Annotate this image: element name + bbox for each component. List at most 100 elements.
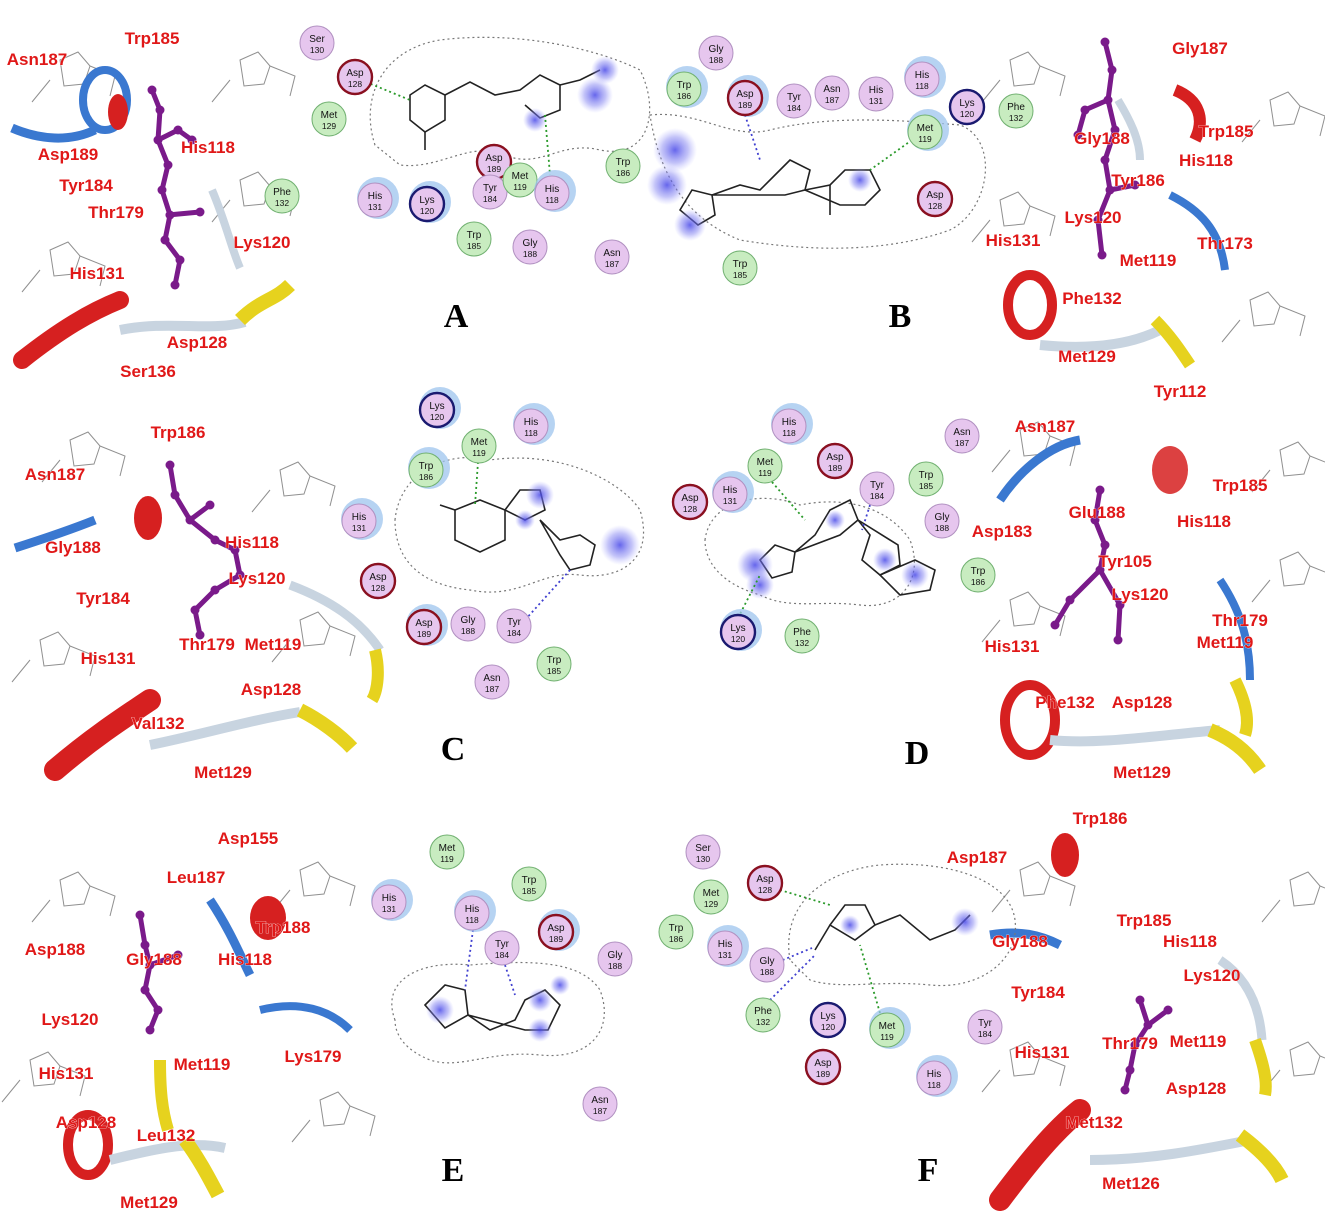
ligand-atom [170, 280, 180, 290]
wireframe-residue [11, 631, 96, 683]
residue-label-3d: Met119 [1120, 251, 1177, 270]
residue-label-3d: Phe132 [1035, 693, 1095, 712]
residue-name: Trp [522, 875, 537, 886]
residue-name: His [465, 904, 479, 915]
residue-trp-185: Trp185 [511, 866, 547, 902]
residue-met-119: Met119 [429, 834, 465, 870]
residue-name: Asp [369, 572, 387, 583]
ligand-atom [1097, 250, 1107, 260]
residue-label-3d: Met119 [1197, 633, 1254, 652]
residue-number: 185 [919, 481, 933, 491]
residue-name: Asp [756, 874, 774, 885]
wireframe-residue [1251, 551, 1325, 603]
residue-label-3d: Asp128 [1112, 693, 1172, 712]
residue-name: Trp [547, 655, 562, 666]
residue-label-3d: Gly187 [1172, 39, 1228, 58]
residue-number: 186 [677, 91, 691, 101]
hydrophobic-glow [647, 165, 687, 205]
residue-trp-185: Trp185 [908, 461, 944, 497]
residue-gly-188: Gly188 [698, 35, 734, 71]
interaction-lines [365, 81, 913, 1014]
residue-number: 132 [756, 1017, 770, 1027]
ligand-atom [1135, 995, 1145, 1005]
residue-name: Tyr [507, 617, 522, 628]
residue-name: His [869, 85, 883, 96]
ligand-atom [185, 515, 195, 525]
ligand-atom [140, 940, 150, 950]
hydrophobic-glow [426, 996, 454, 1024]
residue-lys-120: Lys120 [948, 88, 986, 126]
hydrophobic-glow [550, 975, 570, 995]
interacting-residues: Ser130Asp128Met129Phe132His131Lys120Asp1… [264, 25, 1034, 1122]
residue-his-118: His118 [454, 890, 496, 932]
residue-name: Asn [591, 1095, 608, 1106]
hydrophobic-glow [591, 56, 619, 84]
panel-letter-e: E [442, 1152, 465, 1189]
residue-label-3d: Val132 [132, 714, 185, 733]
wireframe-residue [971, 191, 1056, 243]
hydrophobic-glow [873, 548, 897, 572]
residue-name: His [382, 893, 396, 904]
residue-asp-128: Asp128 [916, 180, 954, 218]
wireframe-residue [41, 431, 126, 483]
residue-number: 118 [782, 428, 796, 438]
residue-number: 185 [547, 666, 561, 676]
residue-label-3d: His118 [1179, 151, 1233, 170]
residue-name: Phe [1007, 102, 1025, 113]
ribbon-panel-c [13, 496, 384, 781]
residue-label-3d: Lys120 [233, 233, 290, 252]
ligand-atom [1107, 65, 1117, 75]
wireframe-residue [1221, 291, 1306, 343]
residue-his-118: His118 [771, 403, 813, 445]
ligand-atom [1090, 515, 1100, 525]
residue-number: 184 [495, 950, 509, 960]
residue-name: Asn [603, 248, 620, 259]
residue-number: 184 [507, 628, 521, 638]
residue-number: 131 [718, 950, 732, 960]
wireframe-residue [211, 51, 296, 103]
ligand-atom [1095, 485, 1105, 495]
hydrophobic-glow [746, 571, 774, 599]
residue-number: 120 [821, 1022, 835, 1032]
residue-gly-188: Gly188 [924, 503, 960, 539]
wireframe-residue [31, 871, 116, 923]
residue-number: 131 [352, 523, 366, 533]
residue-label-3d: Lys120 [1064, 208, 1121, 227]
residue-number: 187 [593, 1106, 607, 1116]
residue-number: 120 [960, 109, 974, 119]
residue-number: 187 [485, 684, 499, 694]
residue-number: 130 [310, 45, 324, 55]
hydrophobic-glow [523, 108, 547, 132]
residue-tyr-184: Tyr184 [496, 608, 532, 644]
residue-number: 189 [417, 629, 431, 639]
ligand-atom [153, 1005, 163, 1015]
residue-label-3d: Gly188 [992, 932, 1048, 951]
ligand-atom [235, 570, 245, 580]
residue-label-3d: Thr173 [1197, 234, 1253, 253]
residue-phe-132: Phe132 [998, 93, 1034, 129]
residue-name: Asn [483, 673, 500, 684]
residue-number: 187 [825, 95, 839, 105]
residue-name: Met [757, 457, 774, 468]
residue-label-3d: His131 [39, 1064, 94, 1083]
ribbon-panel-d [996, 435, 1266, 774]
residue-name: Gly [608, 950, 623, 961]
ligand-atom [1093, 215, 1103, 225]
residue-name: Met [917, 123, 934, 134]
residue-name: Tyr [978, 1018, 993, 1029]
residue-trp-186: Trp186 [408, 447, 450, 489]
ligand-atom [1120, 1085, 1130, 1095]
residue-label-3d: Tyr184 [76, 589, 130, 608]
residue-number: 118 [915, 81, 929, 91]
residue-his-118: His118 [513, 403, 555, 445]
residue-lys-120: Lys120 [809, 1001, 847, 1039]
residue-number: 189 [549, 934, 563, 944]
residue-label-3d: His131 [70, 264, 125, 283]
hydrophobic-glow [653, 128, 697, 172]
wireframe-residue [1261, 871, 1325, 923]
residue-name: Gly [523, 238, 538, 249]
wireframe-residue [981, 591, 1066, 643]
residue-label-3d: Gly188 [126, 950, 182, 969]
ligand-atom [195, 207, 205, 217]
